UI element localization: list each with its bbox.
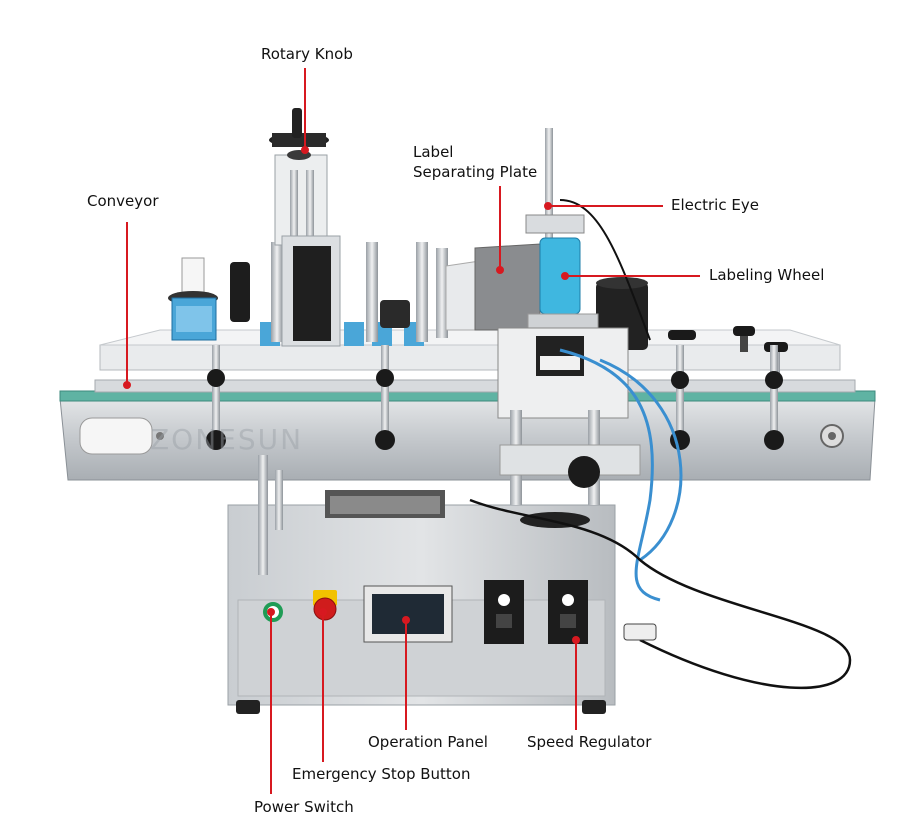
speed-regulator-dial-1[interactable] (484, 580, 524, 644)
conveyor-label: Conveyor (87, 192, 159, 210)
speed-regulator-label: Speed Regulator (527, 733, 652, 751)
emergency-stop-button-label: Emergency Stop Button (292, 765, 471, 783)
cabinet-controls (263, 580, 588, 644)
operation-panel-label: Operation Panel (368, 733, 488, 751)
speed-regulator-dial-2[interactable] (548, 580, 588, 644)
cables (469, 348, 852, 690)
electric-eye-label: Electric Eye (671, 196, 759, 214)
center-control-block (497, 327, 641, 528)
labeling-head (525, 128, 651, 350)
label-separating-plate-label: Label Separating Plate (413, 143, 538, 181)
rotary-knob-tower (269, 108, 341, 347)
watermark: ZONESUN (150, 423, 304, 456)
callout-lines (123, 68, 700, 794)
power-switch-label: Power Switch (254, 798, 354, 816)
rotary-knob-label: Rotary Knob (261, 45, 353, 63)
guide-rollers (271, 242, 448, 342)
labeling-wheel-label: Labeling Wheel (709, 266, 825, 284)
label-separating-plate (445, 243, 541, 331)
